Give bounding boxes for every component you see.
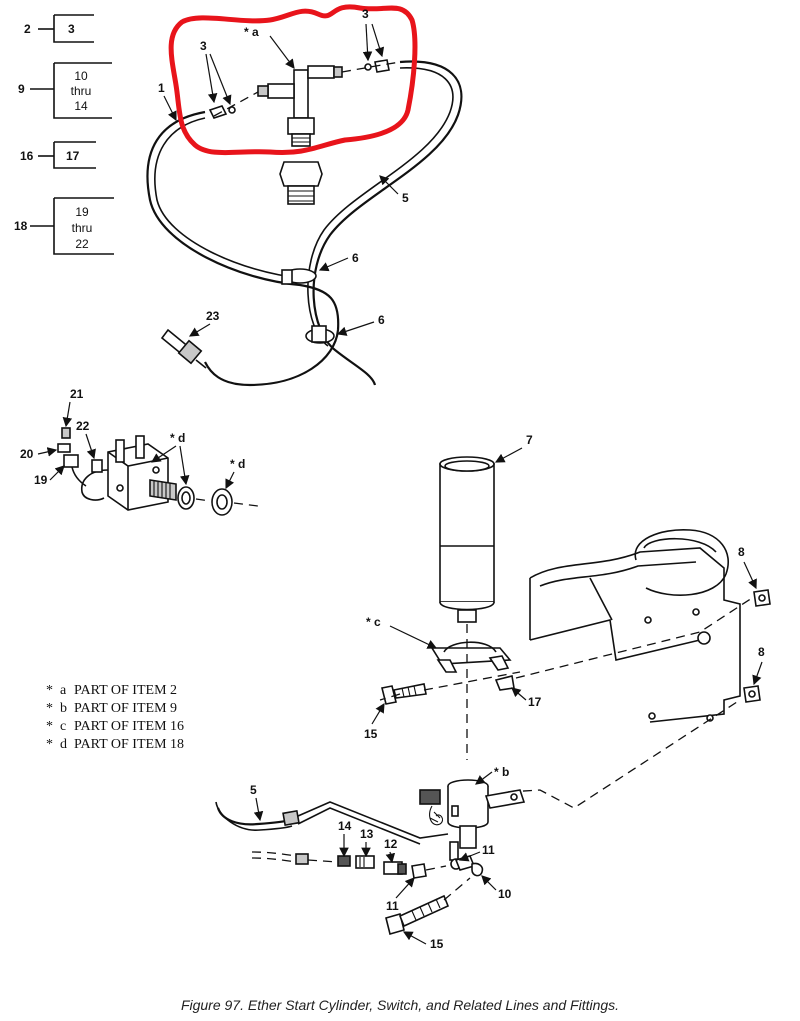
- callout-13: 13: [360, 827, 374, 841]
- note-text: PART OF ITEM 18: [74, 737, 184, 752]
- callout-6: 6: [378, 313, 385, 327]
- clamp-6-upper: [281, 268, 317, 285]
- legend-parts: 10: [74, 69, 88, 83]
- callout-8: 8: [758, 645, 765, 659]
- legend-row-2: 2 3: [24, 14, 94, 43]
- legend: 2 3 9 10 thru 14 16 17 18 19 thru 22: [14, 14, 114, 255]
- callout-21: 21: [70, 387, 84, 401]
- cylinder-bracket: [430, 641, 512, 673]
- bolt-15-upper: [381, 683, 427, 705]
- nut-3-left: [208, 105, 236, 119]
- legend-item: 9: [18, 82, 25, 96]
- note-letter: d: [60, 737, 67, 752]
- nut-8-upper: [753, 589, 771, 607]
- note-mark: *: [46, 701, 53, 716]
- nut-8-lower: [743, 685, 761, 703]
- callout-22: 22: [76, 419, 90, 433]
- callout-star-a: * a: [244, 25, 259, 39]
- fitting-23: [160, 328, 207, 369]
- callout-5: 5: [402, 191, 409, 205]
- callout-6: 6: [352, 251, 359, 265]
- legend-row-18: 18 19 thru 22: [14, 197, 114, 255]
- callout-star-d: * d: [230, 457, 245, 471]
- nut-3-right: [364, 59, 390, 73]
- callout-11: 11: [386, 899, 399, 913]
- ether-cylinder: [439, 456, 495, 623]
- line-5: [312, 60, 463, 386]
- note-mark: *: [46, 683, 53, 698]
- callout-14: 14: [338, 819, 352, 833]
- legend-item: 2: [24, 22, 31, 36]
- callout-19: 19: [34, 473, 48, 487]
- legend-parts: thru: [71, 84, 92, 98]
- note-letter: a: [60, 683, 67, 698]
- note-mark: *: [46, 719, 53, 734]
- callout-1: 1: [158, 81, 165, 95]
- callout-23: 23: [206, 309, 220, 323]
- callout-10: 10: [498, 887, 512, 901]
- callout-star-d: * d: [170, 431, 185, 445]
- callout-star-b: * b: [494, 765, 509, 779]
- highlight-outline: [168, 4, 418, 156]
- callout-20: 20: [20, 447, 34, 461]
- legend-parts: 3: [68, 22, 75, 36]
- callout-15: 15: [364, 727, 378, 741]
- legend-parts: 17: [66, 149, 80, 163]
- callout-12: 12: [384, 837, 398, 851]
- callout-3: 3: [200, 39, 207, 53]
- engine-housing: [529, 529, 741, 723]
- legend-parts: 19: [75, 205, 89, 219]
- tee-fitting: [257, 65, 343, 147]
- callout-star-c: * c: [366, 615, 381, 629]
- callout-7: 7: [526, 433, 533, 447]
- callout-11: 11: [482, 843, 495, 857]
- callouts: * a 3 3 1 5 6 6 23 21 22 20 19 * d * d 7: [20, 7, 765, 951]
- legend-row-9: 9 10 thru 14: [18, 62, 112, 119]
- figure-caption: Figure 97. Ether Start Cylinder, Switch,…: [181, 997, 619, 1013]
- callout-8: 8: [738, 545, 745, 559]
- note-letter: c: [60, 719, 66, 734]
- adapter-fitting: [279, 161, 323, 205]
- callout-17: 17: [528, 695, 542, 709]
- legend-parts: 22: [75, 237, 89, 251]
- note-text: PART OF ITEM 16: [74, 719, 184, 734]
- callout-5: 5: [250, 783, 257, 797]
- notes: * a PART OF ITEM 2 * b PART OF ITEM 9 * …: [46, 683, 184, 752]
- note-text: PART OF ITEM 9: [74, 701, 177, 716]
- note-mark: *: [46, 737, 53, 752]
- line-5-lower: [215, 801, 449, 845]
- note-text: PART OF ITEM 2: [74, 683, 177, 698]
- legend-row-16: 16 17: [20, 141, 96, 169]
- tee-assembly: [146, 59, 463, 387]
- legend-item: 16: [20, 149, 34, 163]
- clamp-6-lower: [305, 325, 335, 344]
- bolt-15-lower: [385, 894, 450, 935]
- legend-item: 18: [14, 219, 28, 233]
- small-fittings: [251, 851, 484, 879]
- legend-parts: thru: [72, 221, 93, 235]
- tab-17: [494, 675, 515, 691]
- callout-15: 15: [430, 937, 444, 951]
- callout-3: 3: [362, 7, 369, 21]
- note-letter: b: [60, 701, 67, 716]
- legend-parts: 14: [74, 99, 88, 113]
